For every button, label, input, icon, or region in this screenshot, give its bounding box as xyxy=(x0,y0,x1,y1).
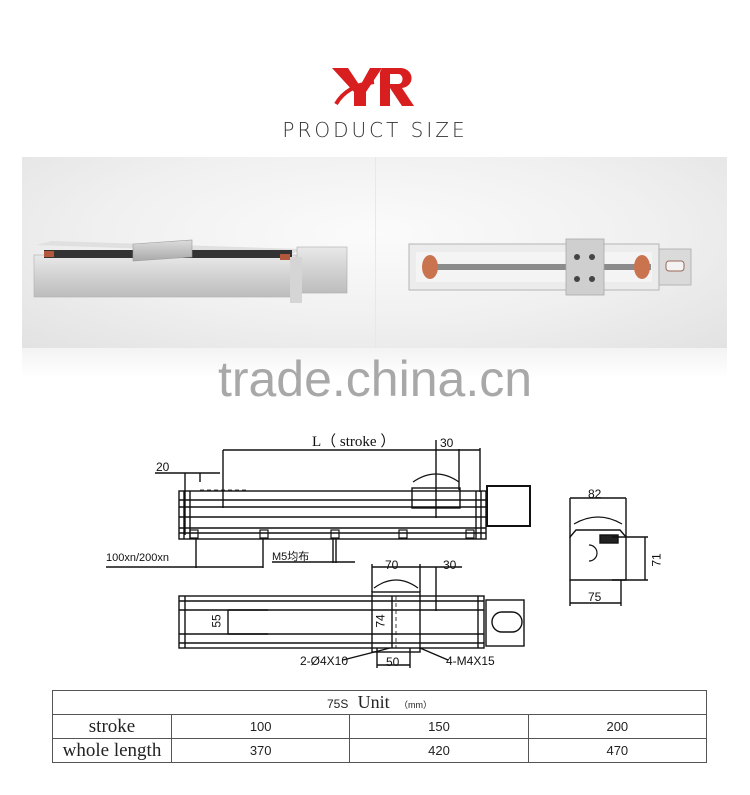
table-cell: 370 xyxy=(170,738,351,763)
watermark: trade.china.cn xyxy=(217,351,533,407)
dim-71: 71 xyxy=(649,553,664,567)
technical-drawing xyxy=(106,440,648,668)
table-cell: 150 xyxy=(349,714,529,739)
yr-logo xyxy=(332,68,414,106)
unit-mm-label: （mm） xyxy=(399,700,433,710)
photo-reflection xyxy=(22,348,727,378)
dim-70: 70 xyxy=(385,558,399,572)
dim-82: 82 xyxy=(588,487,602,501)
photo-divider xyxy=(375,157,376,348)
screw-note: 4-M4X15 xyxy=(446,654,495,668)
table-row: whole length 370 420 470 xyxy=(52,738,708,763)
dim-30-side: 30 xyxy=(440,436,454,450)
hole-spacing-label: 100xn/200xn xyxy=(106,552,169,564)
dim-55: 55 xyxy=(209,614,224,628)
stroke-dimension-label: L（ stroke ） xyxy=(312,434,396,450)
table-cell: 100 xyxy=(170,714,351,739)
dim-20: 20 xyxy=(156,460,170,474)
row-label-whole-length: whole length xyxy=(52,738,172,763)
thread-note-label: M5均布 xyxy=(272,551,310,563)
row-label-stroke: stroke xyxy=(52,714,172,739)
table-cell: 470 xyxy=(527,738,708,763)
dim-75: 75 xyxy=(588,590,602,604)
pin-hole-note: 2-Ø4X10 xyxy=(300,654,349,668)
page-title: PRODUCT SIZE xyxy=(282,118,468,142)
table-header: 75S Unit （mm） xyxy=(52,690,707,715)
table-cell: 200 xyxy=(527,714,708,739)
spec-table: 75S Unit （mm） stroke 100 150 200 whole l… xyxy=(52,690,708,763)
model-label: 75S xyxy=(326,697,349,711)
dim-30-top: 30 xyxy=(443,558,457,572)
unit-label: Unit xyxy=(357,692,390,712)
table-row: stroke 100 150 200 xyxy=(52,714,708,739)
dim-50: 50 xyxy=(386,655,400,669)
linear-module-top-photo xyxy=(408,238,692,296)
table-cell: 420 xyxy=(349,738,529,763)
linear-module-angled-photo xyxy=(33,239,348,303)
dim-74: 74 xyxy=(373,614,388,628)
